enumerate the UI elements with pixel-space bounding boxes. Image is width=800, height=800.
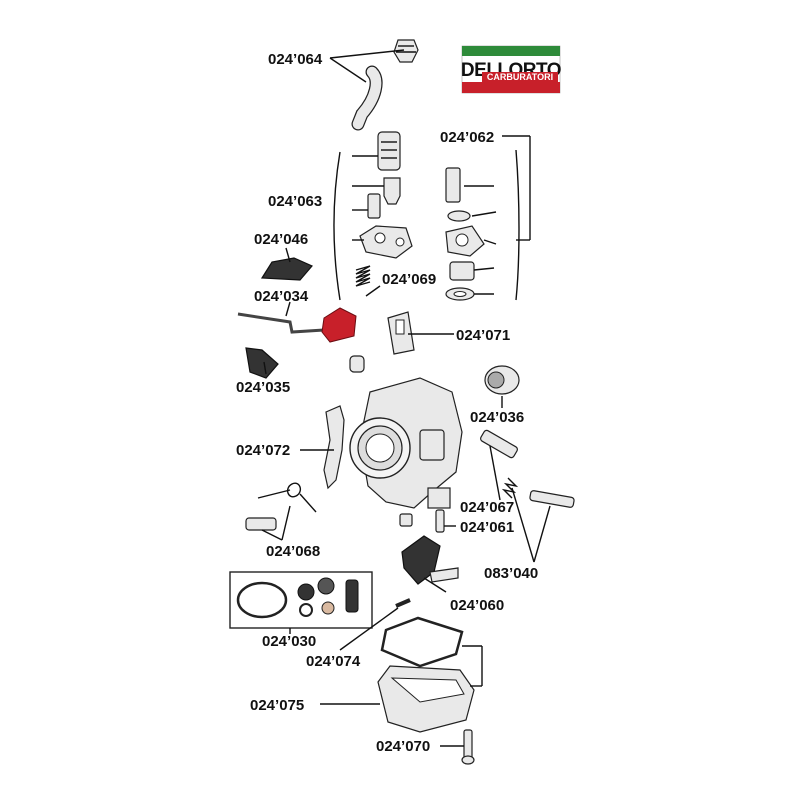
logo-red-band xyxy=(462,82,560,93)
choke-lever-part xyxy=(260,257,313,281)
cap-part xyxy=(484,365,520,395)
part-label: 024’035 xyxy=(236,379,290,396)
banjo-bolt-stack-part xyxy=(445,167,485,301)
part-label: 024’071 xyxy=(456,327,510,344)
part-label: 024’062 xyxy=(440,129,494,146)
pin-part xyxy=(395,598,411,608)
fuel-hose-part xyxy=(351,65,383,131)
carburetor-body-part xyxy=(349,377,463,509)
part-label: 024’036 xyxy=(470,409,524,426)
leader-lines xyxy=(261,49,551,747)
throttle-slide-part xyxy=(387,311,415,355)
spring-part xyxy=(355,265,371,287)
part-label: 024’064 xyxy=(268,51,323,68)
part-labels: 024’064 024’062 024’063 024’046 024’069 … xyxy=(236,51,538,755)
plug-part xyxy=(349,355,365,373)
float-valve-part xyxy=(359,177,413,259)
part-label: 024’030 xyxy=(262,633,316,650)
choke-plate-part xyxy=(323,405,345,490)
bowl-gasket-part xyxy=(380,616,464,668)
part-label: 024’075 xyxy=(250,697,304,714)
torsion-spring-part xyxy=(245,482,317,531)
idle-screw-part xyxy=(501,477,575,508)
screw-part xyxy=(480,429,518,459)
part-label: 024’069 xyxy=(382,271,436,288)
part-label: 024’034 xyxy=(254,288,309,305)
part-label: 024’072 xyxy=(236,442,290,459)
part-label: 024’070 xyxy=(376,738,430,755)
part-label: 024’061 xyxy=(460,519,514,536)
dellorto-logo: DELLORTO CARBURATORI xyxy=(461,45,562,94)
clip-part xyxy=(245,347,279,379)
logo-green-band xyxy=(462,46,560,56)
part-label: 083’040 xyxy=(484,565,538,582)
logo-subtitle-text: CARBURATORI xyxy=(487,72,553,82)
float-bowl-part xyxy=(377,665,475,733)
bowl-screw-part xyxy=(461,729,475,765)
part-label: 024’046 xyxy=(254,231,308,248)
part-label: 024’074 xyxy=(306,653,361,670)
fuel-filter-part xyxy=(377,131,401,171)
float-part xyxy=(401,535,459,585)
part-label: 024’060 xyxy=(450,597,504,614)
gasket-kit-part xyxy=(229,571,373,629)
throttle-rod-part xyxy=(237,307,357,343)
part-label: 024’063 xyxy=(268,193,322,210)
jet-part xyxy=(399,509,445,533)
part-label: 024’067 xyxy=(460,499,514,516)
part-label: 024’068 xyxy=(266,543,320,560)
banjo-fitting-part xyxy=(393,39,419,63)
